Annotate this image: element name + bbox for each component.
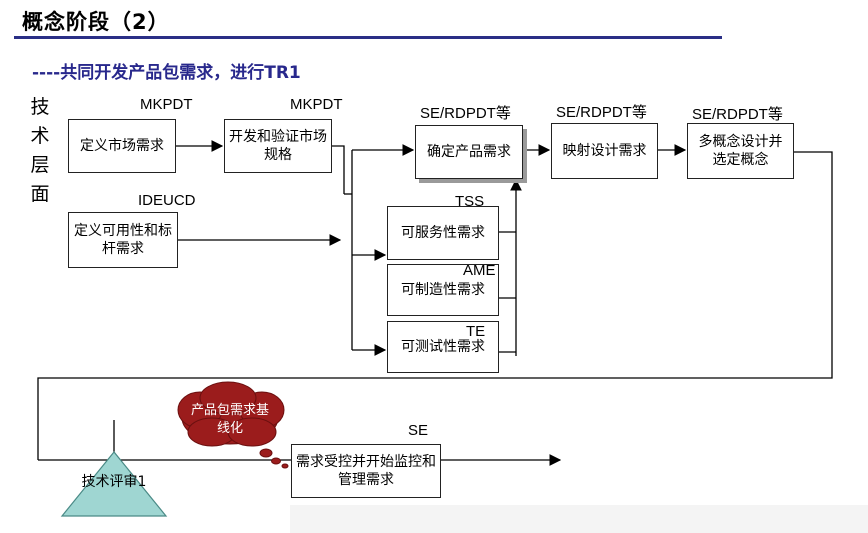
label-se-rdpdt-1: SE/RDPDT等: [420, 105, 511, 122]
label-mkpdt-2: MKPDT: [290, 96, 343, 113]
box-confirm-product-requirements: 确定产品需求: [415, 125, 523, 179]
side-label-technical-level: 技术层面: [30, 96, 50, 205]
line-loop-back: [37, 151, 833, 392]
box-multi-concept-design: 多概念设计并选定概念: [687, 123, 794, 179]
label-tss: TSS: [455, 193, 485, 210]
label-se-rdpdt-3: SE/RDPDT等: [692, 106, 783, 123]
title-underline: [14, 36, 722, 39]
review-triangle: [60, 451, 168, 517]
page-title: 概念阶段（2）: [22, 10, 170, 34]
cloud-shape: [177, 381, 289, 469]
cloud-text: 产品包需求基线化: [190, 403, 269, 436]
box-testability-requirements: 可测试性需求: [387, 321, 499, 373]
label-se: SE: [408, 422, 429, 439]
box-define-availability-requirements: 定义可用性和标杆需求: [68, 212, 178, 268]
box-define-market-requirements: 定义市场需求: [68, 119, 176, 173]
box-develop-verify-market-specs: 开发和验证市场规格: [224, 119, 332, 173]
review-label: 技术评审1: [81, 474, 147, 490]
label-ame: AME: [463, 262, 496, 279]
box-requirements-controlled: 需求受控并开始监控和管理需求: [291, 444, 441, 498]
label-ideucd: IDEUCD: [138, 192, 196, 209]
box-manufacturability-requirements: 可制造性需求: [387, 264, 499, 316]
bottom-fade: [290, 505, 868, 533]
box-serviceability-requirements: 可服务性需求: [387, 206, 499, 260]
label-mkpdt-1: MKPDT: [140, 96, 193, 113]
line-dev-out: [332, 145, 345, 194]
label-se-rdpdt-2: SE/RDPDT等: [556, 104, 647, 121]
box-map-design-requirements: 映射设计需求: [551, 123, 658, 179]
label-te: TE: [466, 323, 486, 340]
page-subtitle: ----共同开发产品包需求，进行TR1: [32, 63, 301, 83]
